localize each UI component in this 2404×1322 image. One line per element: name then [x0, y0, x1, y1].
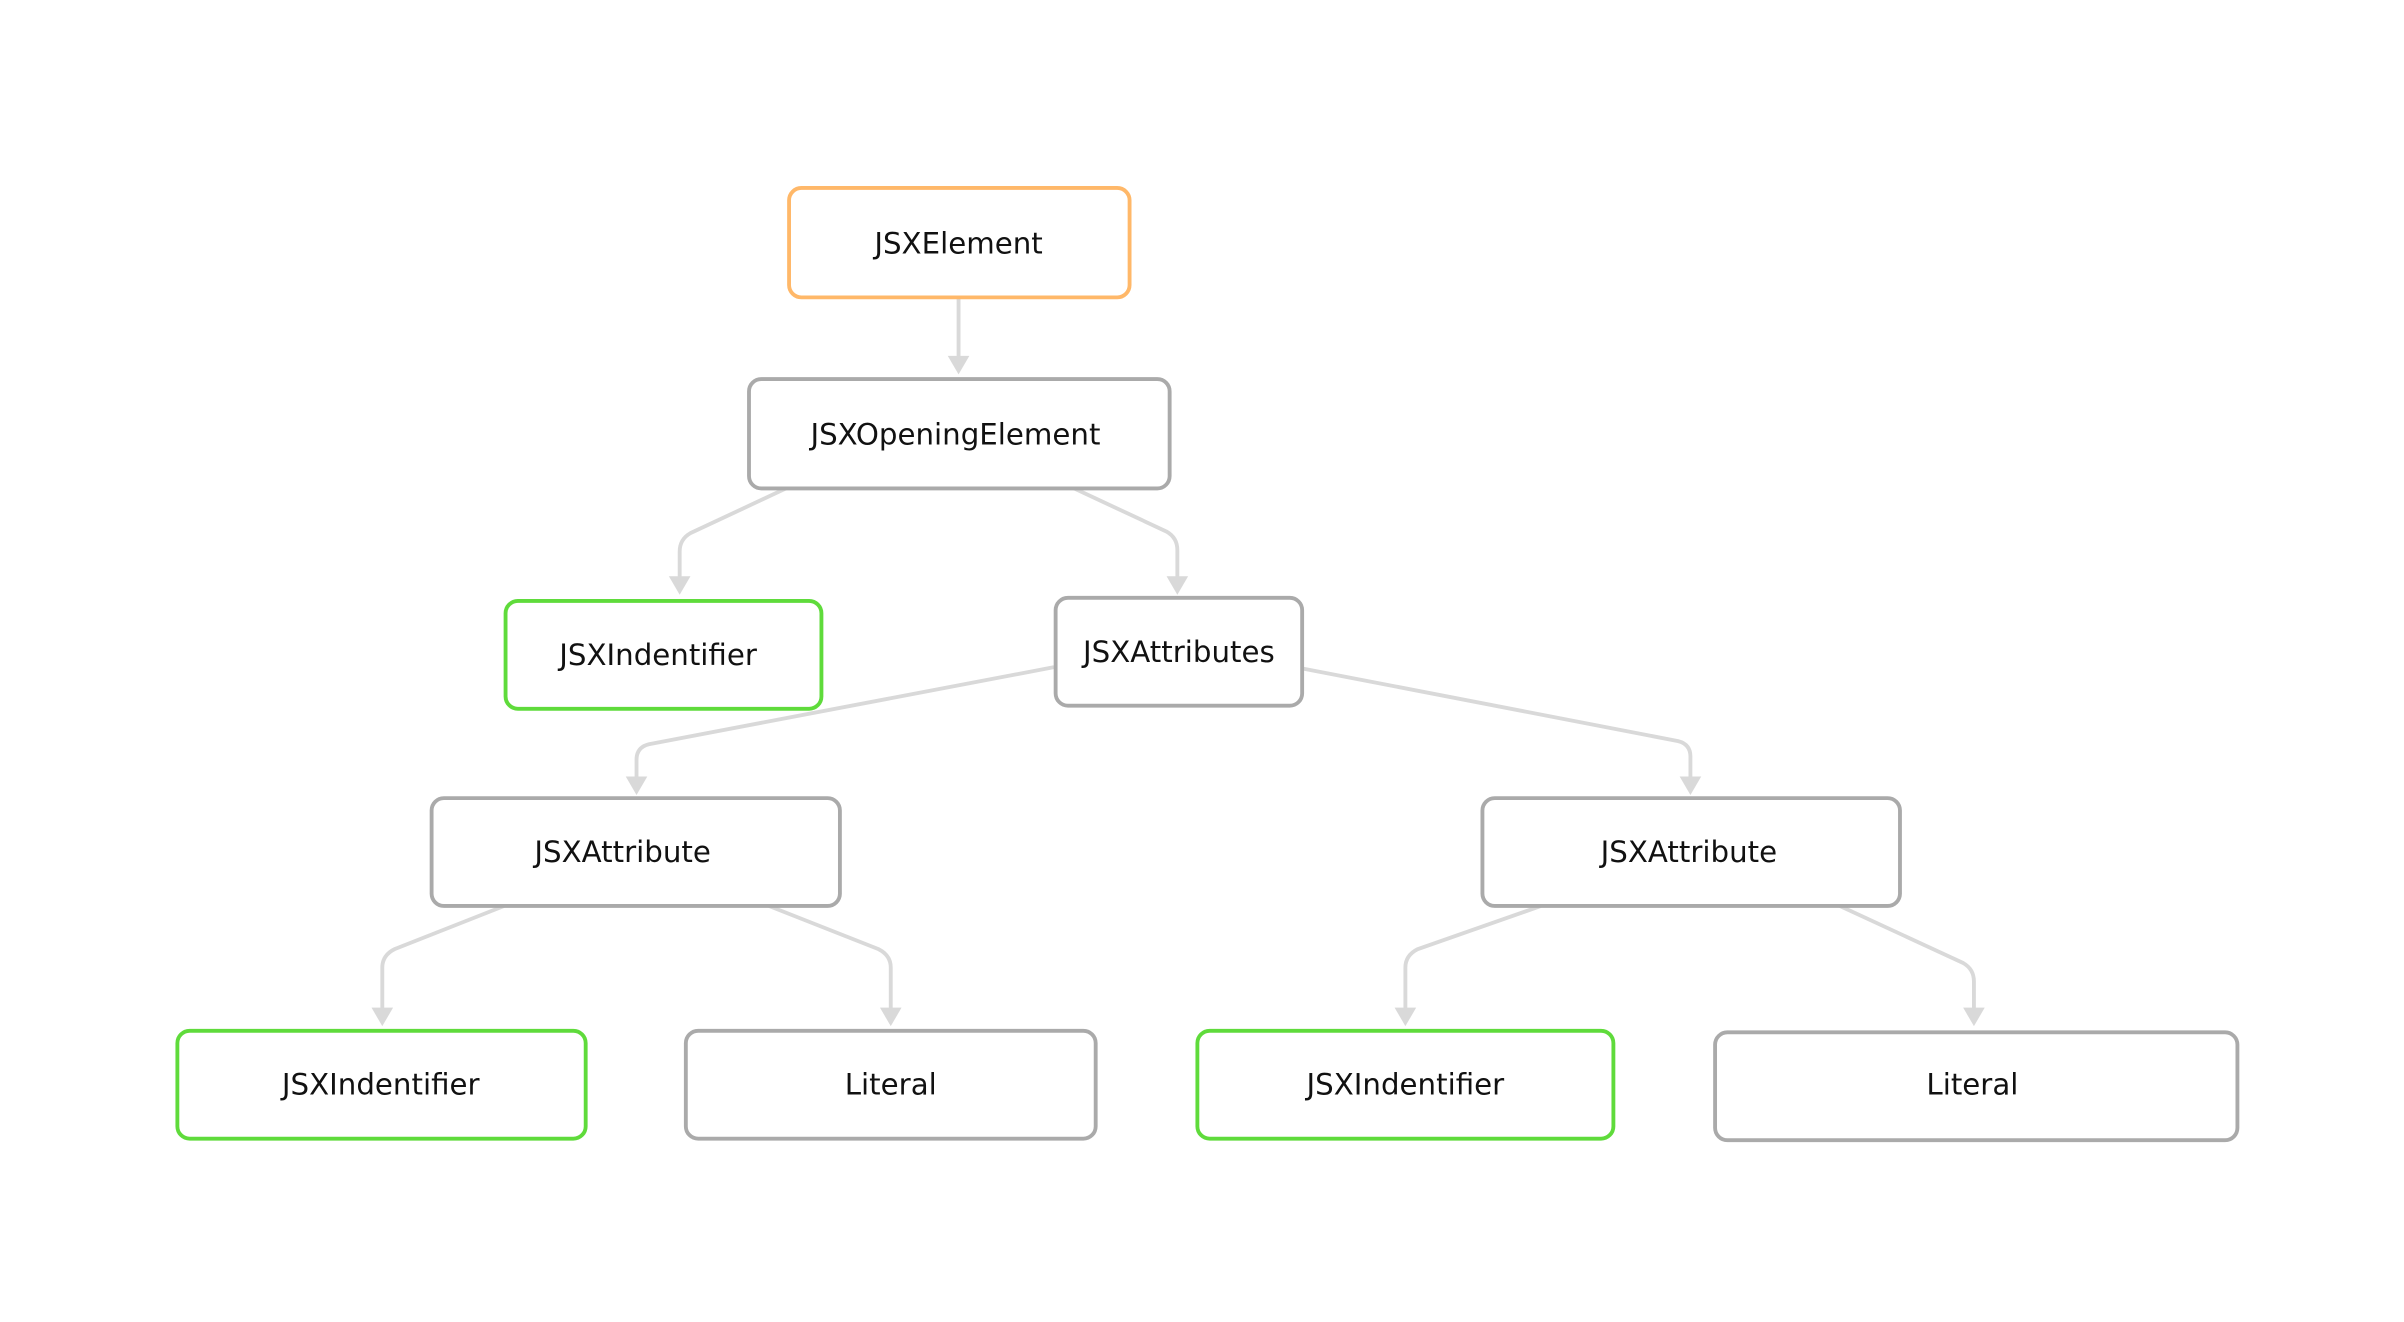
edge-attribute-left-to-literal — [768, 904, 893, 1011]
node-label: JSXIndentifier — [280, 1068, 481, 1102]
node-jsx-opening-element: JSXOpeningElement — [747, 377, 1172, 491]
edge-attribute-right-to-identifier — [1403, 904, 1542, 1011]
node-jsx-attributes: JSXAttributes — [1053, 595, 1305, 708]
node-jsx-identifier-1: JSXIndentifier — [503, 598, 824, 711]
edge-attributes-to-attribute-right — [1303, 666, 1693, 780]
node-label: JSXIndentifier — [557, 638, 758, 672]
node-label: JSXAttribute — [532, 835, 710, 869]
edge-attribute-left-to-identifier — [380, 904, 505, 1011]
node-literal-1: Literal — [683, 1028, 1098, 1141]
arrowhead-icon — [371, 1007, 394, 1027]
node-jsx-identifier-2: JSXIndentifier — [175, 1028, 588, 1141]
node-literal-2: Literal — [1713, 1030, 2240, 1143]
node-label: JSXAttributes — [1081, 635, 1275, 669]
arrowhead-icon — [668, 576, 691, 595]
node-jsx-element: JSXElement — [787, 186, 1132, 300]
arrowhead-icon — [625, 776, 648, 796]
arrowhead-icon — [947, 355, 970, 375]
node-label: Literal — [845, 1068, 937, 1102]
node-jsx-identifier-3: JSXIndentifier — [1195, 1028, 1616, 1141]
arrowhead-icon — [1963, 1007, 1985, 1027]
node-jsx-attribute-2: JSXAttribute — [1480, 796, 1902, 908]
node-label: JSXIndentifier — [1305, 1068, 1506, 1102]
arrowhead-icon — [1679, 776, 1702, 796]
edge-attributes-to-attribute-left — [634, 665, 1055, 780]
node-label: JSXElement — [872, 226, 1042, 260]
arrowhead-icon — [1166, 576, 1189, 595]
node-label: JSXOpeningElement — [808, 418, 1100, 452]
node-jsx-attribute-1: JSXAttribute — [429, 796, 842, 908]
edge-attribute-right-to-literal — [1839, 904, 1976, 1011]
arrowhead-icon — [1394, 1007, 1417, 1027]
edges — [371, 297, 1985, 1027]
node-label: JSXAttribute — [1599, 835, 1777, 869]
edge-opening-to-attributes — [1073, 486, 1180, 580]
arrowhead-icon — [879, 1007, 902, 1027]
node-label: Literal — [1926, 1068, 2018, 1102]
edge-opening-to-identifier — [677, 486, 787, 580]
